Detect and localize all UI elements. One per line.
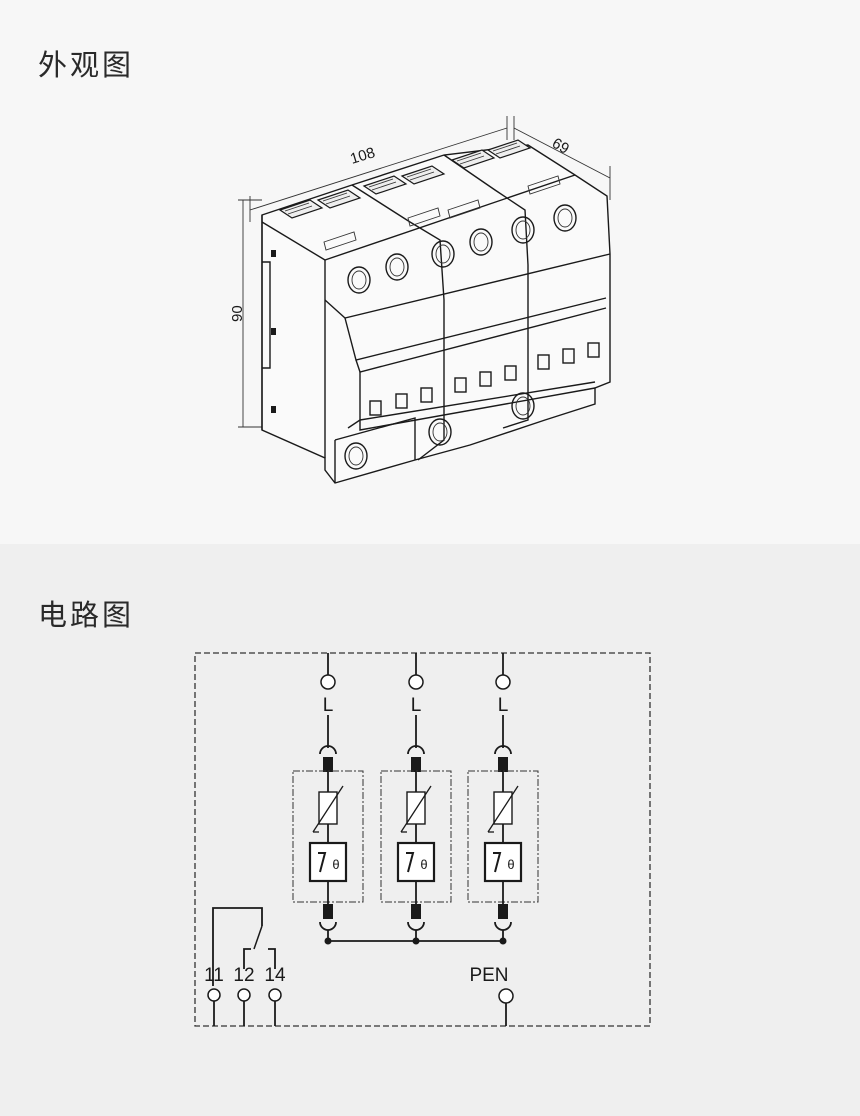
terminal-holes — [344, 204, 577, 470]
dimension-depth-label: 69 — [549, 135, 572, 158]
fuse-block — [411, 904, 421, 919]
thermal-symbol: θ — [507, 857, 514, 872]
screw-box — [450, 149, 496, 169]
terminal-hole — [511, 392, 535, 420]
device-drawing: 108 69 90 — [229, 116, 611, 484]
fuse-cap-icon — [494, 745, 512, 755]
screw-box — [486, 139, 532, 159]
branch-3: L θ — [467, 653, 539, 941]
thermal-disconnector-icon — [308, 841, 348, 883]
contact-label-12: 12 — [233, 965, 254, 986]
fuse-block — [411, 757, 421, 772]
dimension-height: 90 — [229, 199, 262, 428]
circuit-section: 电路图 L θ — [0, 544, 860, 1116]
thermal-symbol: θ — [332, 857, 339, 872]
terminal-hole — [511, 216, 535, 244]
dimension-depth: 69 — [513, 116, 611, 200]
branch-2: L θ — [380, 653, 452, 941]
remote-contact: 11 12 14 — [204, 907, 286, 1026]
terminal-hole — [385, 253, 409, 281]
thermal-disconnector-icon — [483, 841, 523, 883]
contact-label-11: 11 — [204, 965, 224, 986]
fuse-block — [498, 904, 508, 919]
dimension-width: 108 — [249, 116, 508, 222]
line-label: L — [411, 695, 422, 716]
pen-label: PEN — [469, 965, 508, 986]
appearance-section: 外观图 108 69 90 — [0, 0, 860, 544]
circuit-title: 电路图 — [38, 598, 135, 632]
dimension-height-label: 90 — [229, 305, 246, 322]
terminal-hole — [553, 204, 577, 232]
top-screw-boxes — [278, 139, 561, 251]
fuse-cap-icon — [319, 745, 337, 755]
fuse-block — [323, 904, 333, 919]
screw-box — [362, 175, 408, 195]
terminal-circle — [237, 988, 251, 1002]
terminal-hole — [428, 418, 452, 446]
terminal-circle — [207, 988, 221, 1002]
terminal-hole — [347, 266, 371, 294]
dimension-width-label: 108 — [348, 144, 377, 168]
pen-terminal: PEN — [469, 965, 514, 1026]
fuse-block — [323, 757, 333, 772]
thermal-disconnector-icon — [396, 841, 436, 883]
terminal-circle — [498, 988, 514, 1004]
branch-1: L θ — [292, 653, 364, 941]
fuse-block — [498, 757, 508, 772]
terminal-circle — [408, 674, 424, 690]
appearance-title: 外观图 — [38, 48, 135, 82]
screw-box — [278, 199, 324, 219]
terminal-circle — [320, 674, 336, 690]
screw-box — [316, 189, 362, 209]
thermal-symbol: θ — [420, 857, 427, 872]
circuit-diagram: L θ L — [194, 652, 651, 1027]
common-bus — [324, 937, 507, 945]
terminal-circle — [268, 988, 282, 1002]
fuse-cap-icon — [407, 745, 425, 755]
contact-label-14: 14 — [264, 965, 286, 986]
terminal-hole — [344, 442, 368, 470]
device-body — [261, 144, 611, 484]
fuse-cap-icon — [319, 921, 337, 931]
terminal-circle — [495, 674, 511, 690]
fuse-cap-icon — [494, 921, 512, 931]
screw-box — [400, 165, 446, 185]
terminal-hole — [431, 240, 455, 268]
line-label: L — [498, 695, 509, 716]
terminal-hole — [469, 228, 493, 256]
line-label: L — [323, 695, 334, 716]
device-boundary — [194, 652, 651, 1027]
fuse-cap-icon — [407, 921, 425, 931]
indicator-windows — [369, 342, 600, 416]
